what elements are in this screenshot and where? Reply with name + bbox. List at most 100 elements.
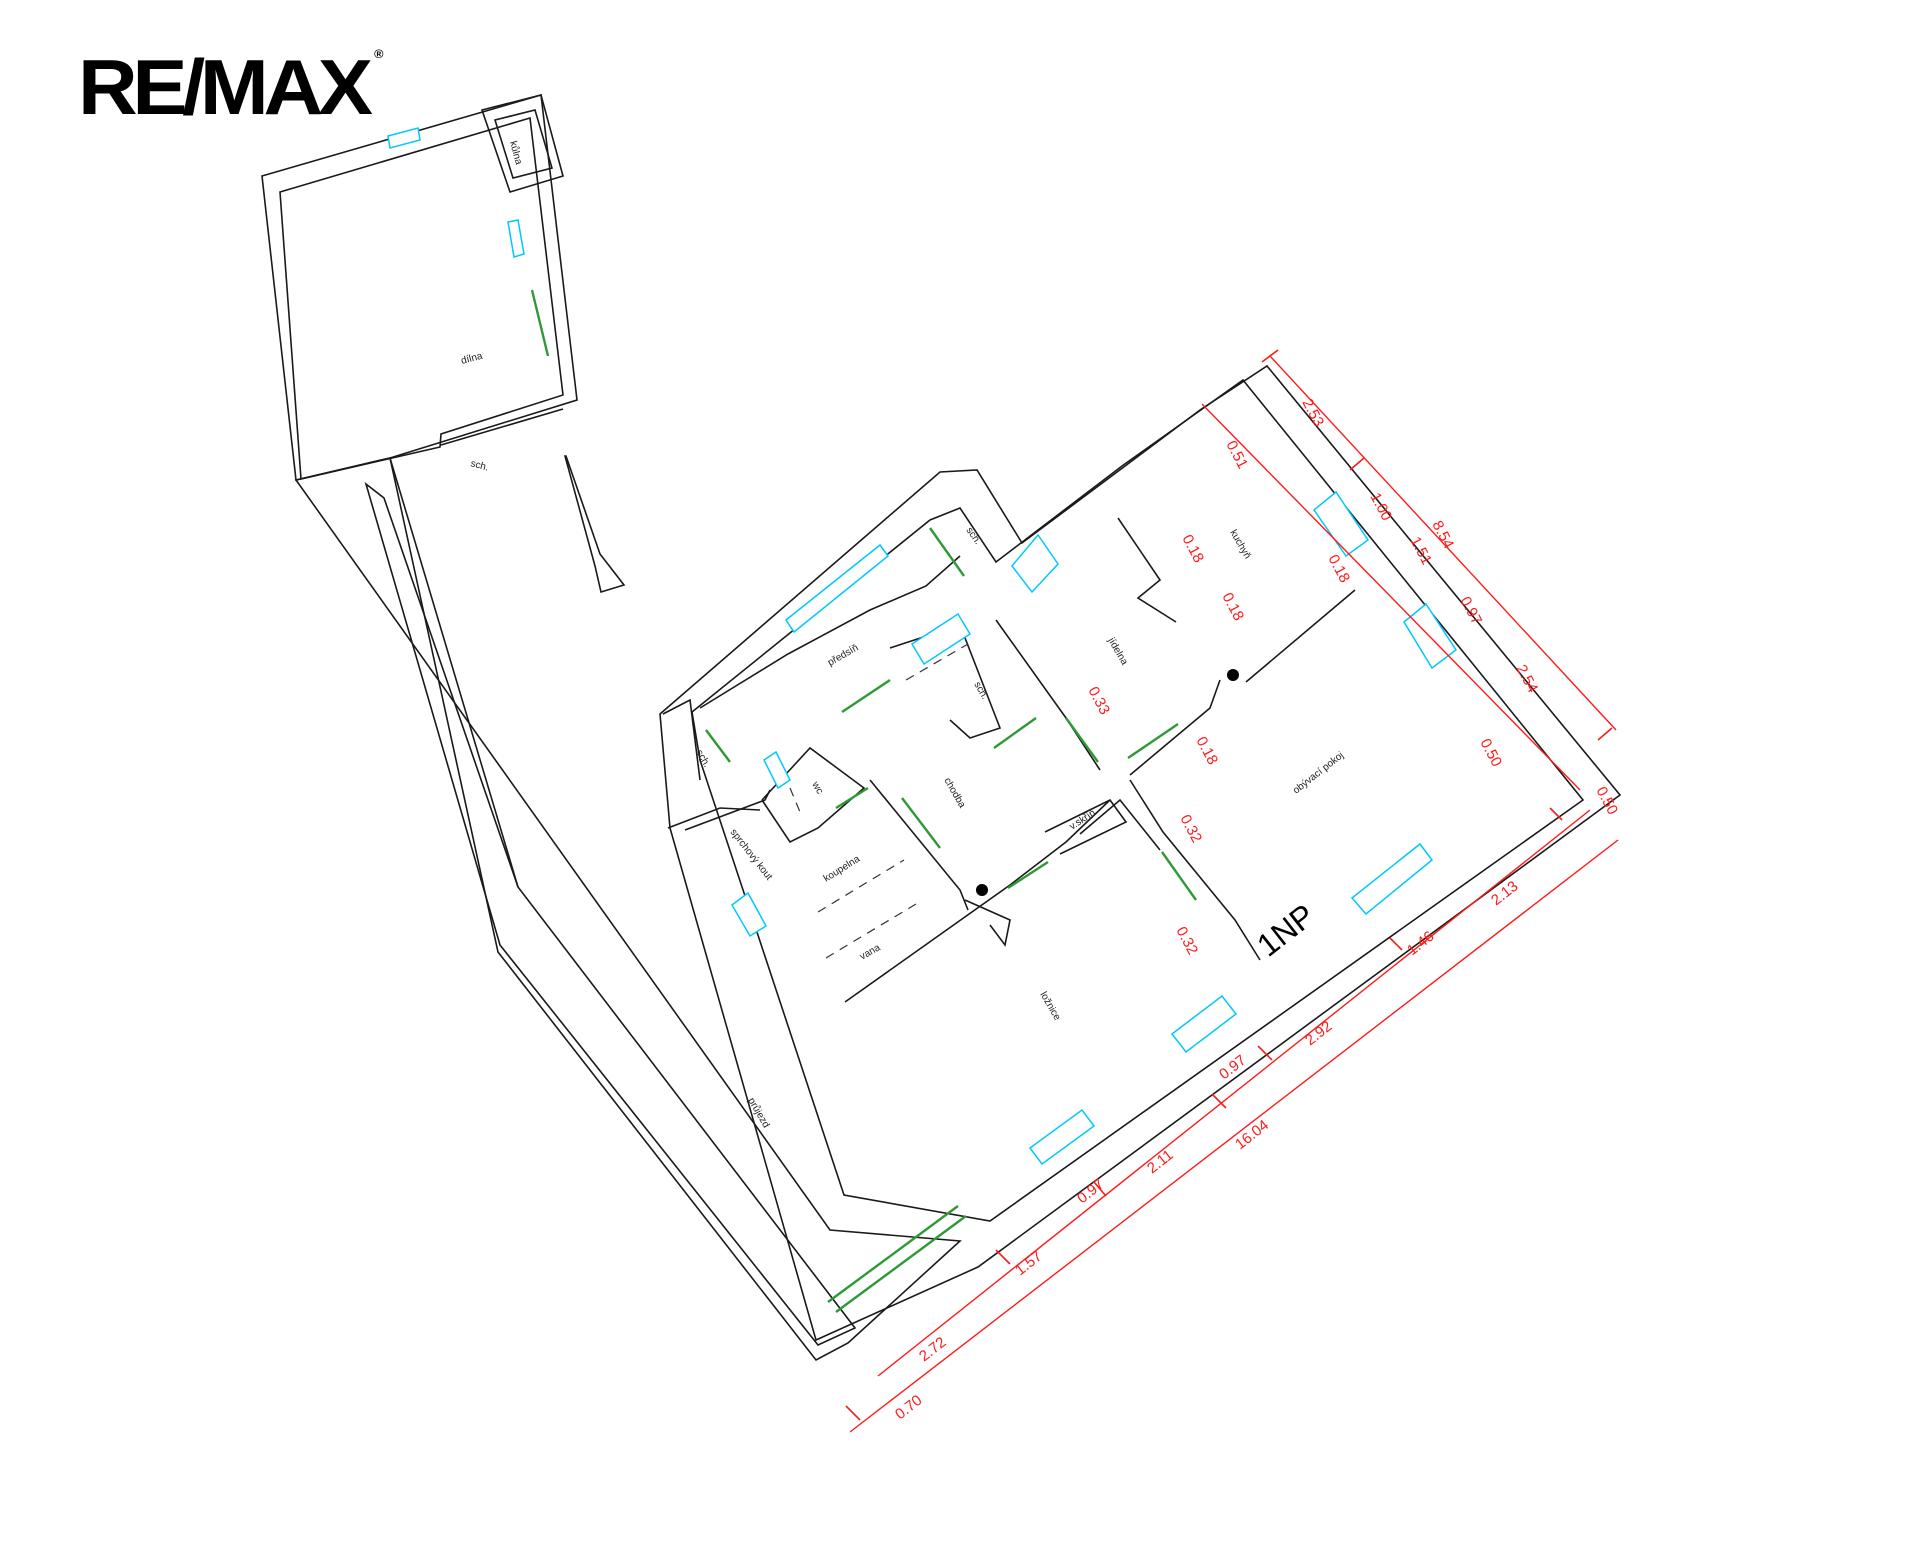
dim-label: 0.32	[1172, 924, 1201, 958]
dim-line-bottom-outer	[849, 839, 1619, 1433]
walls	[261, 93, 1622, 1362]
room-label-vana: vana	[858, 942, 883, 963]
dim-tick-3	[1597, 727, 1613, 741]
workshop-inner	[279, 116, 564, 480]
dim-label: 1.57	[1012, 1248, 1045, 1279]
window-predsin	[784, 543, 890, 634]
dim-label: 2.53	[1298, 396, 1327, 430]
fixtures	[789, 643, 1239, 959]
dimension-lines	[845, 349, 1619, 1433]
remax-logo: RE/MAX®	[78, 48, 383, 126]
dim-label: 0.18	[1324, 552, 1353, 586]
door-driveway-gate-1	[827, 1205, 959, 1303]
wall-sch-left	[662, 698, 701, 781]
door-hall-bath	[901, 797, 941, 849]
door-hall-stair	[993, 717, 1037, 749]
window-bath	[731, 891, 767, 938]
dim-tick-5	[995, 1249, 1011, 1265]
door-wc	[835, 786, 869, 810]
wall-dining-left	[995, 619, 1101, 771]
dim-label: 0.18	[1178, 532, 1207, 566]
dim-line-right-outer	[1269, 355, 1617, 731]
room-label-kuchyn: kuchyň	[1227, 528, 1252, 561]
window-wc	[763, 750, 791, 790]
dim-line-right-inner	[1201, 403, 1581, 791]
room-label-sch-mid: sch.	[964, 525, 984, 546]
dim-tick-10	[1549, 807, 1563, 821]
door-sch-mid	[929, 527, 965, 577]
door-sch-left	[705, 729, 731, 763]
dim-tick-7	[1211, 1093, 1227, 1109]
dim-label: 0.18	[1218, 590, 1247, 624]
shed-outline	[480, 94, 564, 193]
windows	[387, 127, 1458, 1166]
dim-label: 0.32	[1176, 812, 1205, 846]
stair-wall	[440, 408, 564, 446]
dim-label: 8.54	[1428, 518, 1457, 552]
dim-label: 0.50	[1476, 736, 1505, 770]
wall-kitchen-left	[1117, 517, 1177, 623]
door-living-bedroom	[1161, 851, 1197, 901]
chimney-dot-2	[1227, 669, 1239, 681]
window-living-bottom	[1350, 842, 1434, 916]
window-workshop-top	[387, 127, 421, 149]
shed-inner	[493, 109, 554, 179]
window-stair	[910, 612, 972, 666]
dim-tick-1	[1261, 349, 1279, 363]
dim-tick-4	[845, 1405, 861, 1421]
wall-bedroom-hall	[964, 899, 1011, 947]
wall-kitchen-bottom	[1245, 589, 1356, 683]
wall-wardrobe	[1044, 798, 1128, 855]
dim-label: 1.51	[1406, 534, 1435, 568]
door-driveway-gate-2	[835, 1215, 967, 1313]
room-label-sch-chodba: sch.	[971, 680, 990, 701]
wc-dashed-line	[789, 787, 801, 813]
doors	[530, 289, 1197, 1313]
wall-dining-bottom	[1129, 679, 1221, 776]
dim-tick-8	[1257, 1045, 1273, 1061]
wall-wc	[761, 746, 866, 844]
workshop-outline	[261, 93, 578, 481]
room-label-jidelna: jídelna	[1105, 635, 1130, 667]
dim-tick-2	[1349, 457, 1365, 471]
window-bedroom-2	[1028, 1108, 1096, 1166]
room-label-obyvaci: obývací pokoj	[1291, 750, 1346, 796]
room-label-koupelna: koupelna	[822, 853, 863, 884]
house-outer-shell	[659, 364, 1622, 1342]
door-hall-dining	[1065, 717, 1099, 763]
bathtub-dashed-bottom	[825, 903, 917, 959]
room-label-wc: wc	[809, 779, 825, 796]
driveway-outline	[364, 481, 857, 1346]
window-sch-mid	[1011, 533, 1059, 594]
room-label-loznice: ložnice	[1037, 990, 1062, 1023]
room-label-sprchovy: sprchový kout	[728, 827, 775, 883]
driveway-outer	[294, 457, 962, 1362]
window-bedroom-1	[1170, 994, 1238, 1054]
wall-predsin-bottom	[699, 555, 961, 709]
dim-label: 2.11	[1144, 1146, 1177, 1177]
dim-label: 2.72	[916, 1334, 949, 1365]
floor-label: 1NP	[1250, 897, 1321, 964]
door-hall-bedroom	[1007, 860, 1049, 890]
dim-label: 2.92	[1302, 1018, 1335, 1049]
dim-line-bottom-inner	[877, 809, 1591, 1377]
wall-bedroom-top	[844, 799, 1111, 1003]
room-labels: dílna kůlna sch. předsíň sch. sch. sch. …	[460, 140, 1346, 1130]
room-label-prujezd: průjezd	[745, 1096, 772, 1130]
room-label-sch-left: sch.	[693, 748, 712, 769]
door-predsin-hall	[841, 679, 891, 713]
door-dining-living	[1127, 723, 1179, 759]
wall-bath-right	[869, 779, 969, 911]
bathtub-dashed-top	[817, 859, 905, 913]
dim-label: 1.00	[1366, 490, 1395, 524]
window-workshop-right-1	[507, 219, 525, 258]
dim-label: 0.33	[1084, 684, 1113, 718]
room-label-sch-top: sch.	[469, 458, 490, 473]
logo-wordmark: RE/MAX	[78, 43, 373, 131]
dim-label: 0.18	[1192, 734, 1221, 768]
dim-tick-9	[1389, 937, 1403, 951]
driveway-left-wall	[389, 457, 519, 888]
dim-label: 2.54	[1512, 662, 1541, 696]
room-label-kulna: kůlna	[507, 140, 525, 167]
